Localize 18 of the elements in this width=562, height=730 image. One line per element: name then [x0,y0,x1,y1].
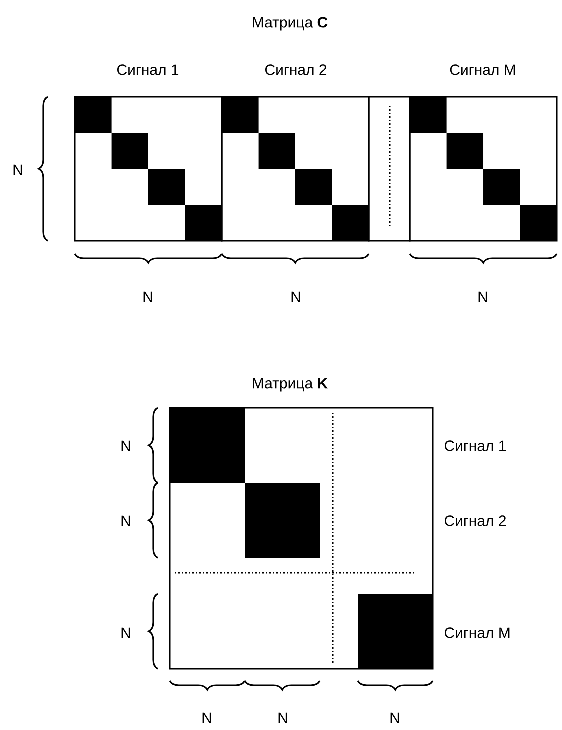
matrix-title: Матрица K [253,378,328,392]
size-label: N [478,292,488,302]
size-label: N [390,712,400,724]
column-label: Сигнал 1 [117,64,179,76]
column-label: Сигнал 2 [265,64,327,76]
size-label: N [144,292,152,302]
size-label: N [122,628,130,638]
size-label: N [122,440,130,452]
size-label: N [202,712,212,724]
column-label: Сигнал M [450,64,516,76]
size-label: N [278,712,288,724]
size-label: N [14,164,22,176]
size-label: N [292,292,300,302]
row-label: Сигнал M [444,628,510,638]
row-label: Сигнал 2 [444,516,506,526]
matrix-title: Матрица C [253,17,328,31]
size-label: N [122,516,130,526]
row-label: Сигнал 1 [444,440,506,452]
